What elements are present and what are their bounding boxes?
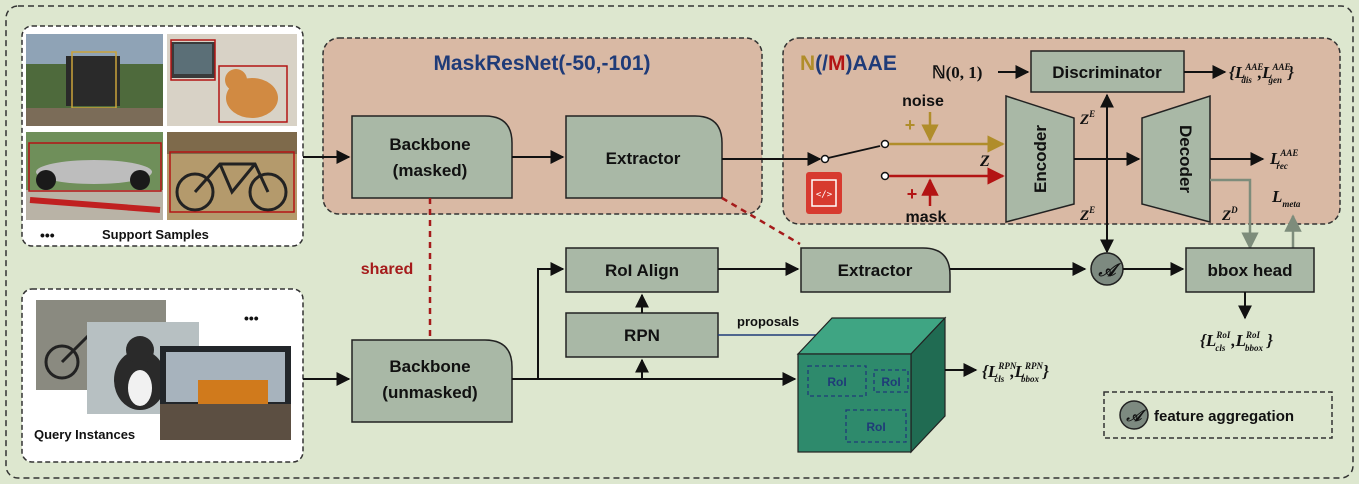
proposals-label: proposals: [737, 314, 799, 329]
aae-title: N(/M)AAE: [800, 52, 897, 75]
backbone-unmasked-label-2: (unmasked): [382, 383, 477, 402]
bbox-head-box: [1185, 247, 1315, 293]
support-samples-panel: ••• Support Samples: [21, 25, 304, 247]
support-image-racecar: [26, 132, 163, 220]
backbone-masked-label-2: (masked): [393, 161, 468, 180]
roi-label-1: RoI: [827, 375, 846, 389]
bbox-head-label: bbox head: [1207, 261, 1292, 280]
legend-label: feature aggregation: [1154, 408, 1294, 425]
code-icon: </>: [806, 172, 842, 214]
roi-label-2: RoI: [881, 375, 900, 389]
maskresnet-title: MaskResNet(-50,-101): [433, 52, 650, 75]
roi-align-label: RoI Align: [605, 261, 679, 280]
switch-noise-node: [880, 139, 890, 149]
outer-frame: [5, 5, 1354, 479]
discriminator-label: Discriminator: [1052, 63, 1162, 82]
decoder-label: Decoder: [1176, 125, 1195, 193]
switch-lever: [827, 145, 881, 159]
mask-plus: +: [907, 184, 918, 204]
switch-mask-node: [880, 171, 890, 181]
encoder-box: [1005, 94, 1075, 223]
query-ellipsis: •••: [244, 310, 259, 326]
backbone-to-roialign-arrow: [537, 262, 565, 379]
rpn-label: RPN: [624, 326, 660, 345]
support-samples-label: Support Samples: [102, 227, 209, 242]
ze-label-top: ZE: [1079, 109, 1095, 128]
mask-label: mask: [906, 209, 947, 226]
shared-label: shared: [361, 261, 413, 278]
legend-aggregation-node: [1119, 400, 1149, 430]
backbone-unmasked-label-1: Backbone: [389, 357, 470, 376]
z-label: Z: [979, 153, 990, 170]
query-image-train: [160, 346, 291, 440]
support-image-bicycle: [167, 132, 297, 220]
extractor-top-label: Extractor: [606, 149, 681, 168]
roi-box-1: [807, 365, 867, 397]
noise-label: noise: [902, 93, 944, 110]
roi-box-3: [845, 409, 907, 443]
support-ellipsis: •••: [40, 227, 55, 243]
query-instances-panel: ••• Query Instances: [21, 288, 304, 463]
loss-meta: Lmeta: [1271, 187, 1301, 209]
decoder-box: [1141, 94, 1211, 223]
rpn-box: [565, 312, 719, 358]
noise-plus: +: [905, 115, 916, 135]
switch-input-node: [820, 154, 830, 164]
extractor-shared-line: [721, 196, 801, 246]
extractor-bottom-label: Extractor: [838, 261, 913, 280]
maskresnet-panel: MaskResNet(-50,-101) Backbone (masked) E…: [322, 37, 763, 215]
aae-panel: N(/M)AAE ℕ(0, 1) Discriminator Encoder D…: [782, 37, 1341, 254]
query-instances-label: Query Instances: [34, 427, 135, 442]
zd-label: ZD: [1221, 205, 1238, 224]
support-image-train: [26, 34, 163, 126]
normal-distribution-label: ℕ(0, 1): [932, 63, 982, 82]
shared-label-bg: [352, 256, 424, 280]
roi-box-2: [873, 369, 909, 393]
roi-label-3: RoI: [866, 420, 885, 434]
extractor-bottom-box: [800, 247, 951, 293]
support-image-cat-tv: [167, 34, 297, 126]
zd-to-bboxhead-arrow: [1210, 178, 1259, 250]
legend: 𝒜 feature aggregation: [1103, 391, 1333, 439]
ze-label-bottom: ZE: [1079, 205, 1095, 224]
backbone-masked-box: [351, 115, 513, 199]
aggregation-symbol: 𝒜: [1097, 260, 1121, 280]
encoder-label: Encoder: [1031, 125, 1050, 193]
backbone-unmasked-box: [351, 339, 513, 423]
backbone-masked-label-1: Backbone: [389, 135, 470, 154]
roi-align-box: [565, 247, 719, 293]
svg-text:</>: </>: [816, 190, 833, 200]
extractor-top-box: [565, 115, 723, 199]
feature-map-cube: RoI RoI RoI: [796, 316, 947, 454]
